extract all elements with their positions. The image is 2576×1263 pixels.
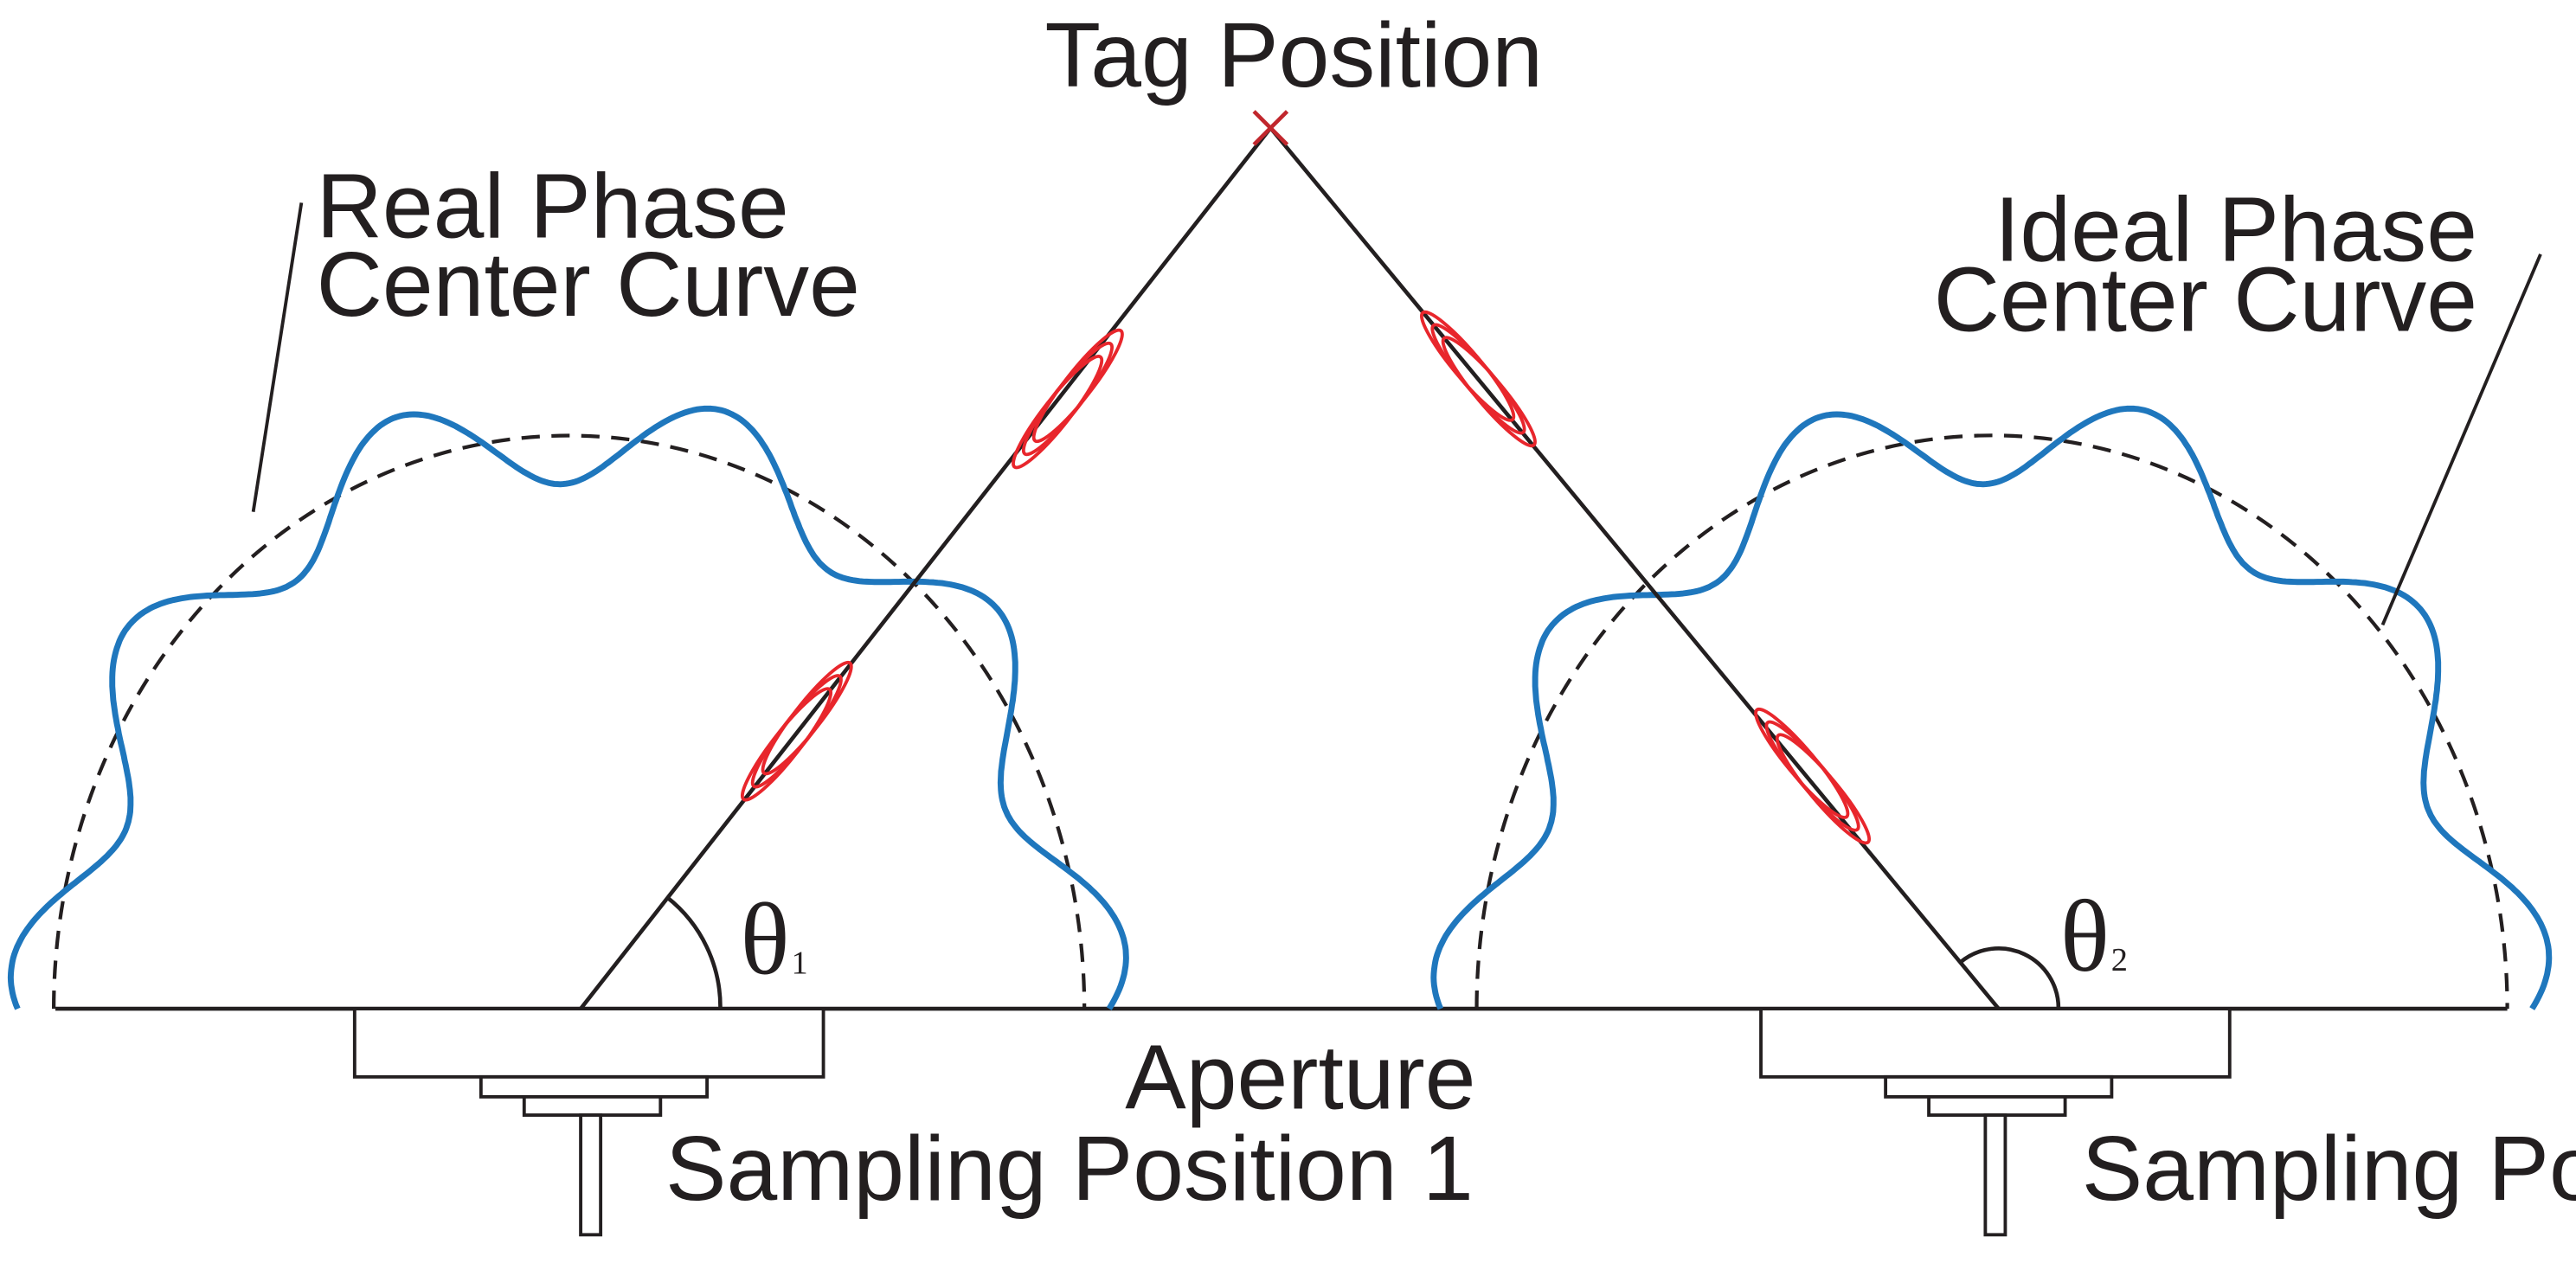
- antenna-1: [352, 1007, 825, 1237]
- ideal-phase-curve-right: [1474, 433, 2509, 1010]
- ray-right: [1269, 126, 2001, 1010]
- real-phase-curve-left: [7, 405, 1129, 1010]
- real-curve-label-line2: Center Curve: [317, 234, 860, 336]
- ray-left: [579, 126, 1273, 1010]
- ideal-curve-label-line2: Center Curve: [1934, 248, 2477, 350]
- aperture-label: Aperture: [1125, 1026, 1475, 1128]
- sampling-position-2-label: Sampling Position 2: [2082, 1118, 2576, 1220]
- sampling-position-1-label: Sampling Position 1: [665, 1118, 1474, 1220]
- ideal-curve-label-line1: Ideal Phase: [1995, 179, 2477, 281]
- wave-marker-4: [1754, 707, 1872, 845]
- tag-position-label: Tag Position: [1044, 4, 1543, 106]
- wave-marker-2: [740, 660, 853, 802]
- theta1-label: θ1: [741, 882, 808, 997]
- antenna-2: [1759, 1007, 2232, 1237]
- theta2-label: θ2: [2060, 879, 2128, 993]
- wave-markers: [740, 310, 1872, 845]
- theta1-arc: [665, 895, 723, 1010]
- ideal-phase-curve-left: [52, 433, 1087, 1010]
- tag-position-marker: [1252, 110, 1289, 146]
- wave-marker-3: [1420, 310, 1537, 448]
- real-curve-label-line1: Real Phase: [317, 156, 789, 258]
- real-curve-leader: [251, 202, 304, 512]
- ideal-curve-leader: [2380, 253, 2542, 626]
- real-phase-curve-right: [1430, 405, 2553, 1010]
- theta2-arc: [1959, 946, 2061, 1010]
- wave-marker-1: [1012, 328, 1124, 470]
